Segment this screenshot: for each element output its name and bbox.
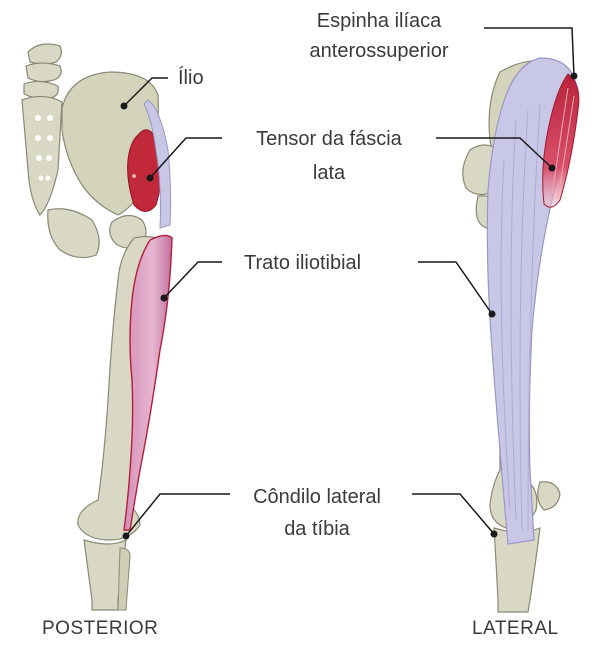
iliotibial-band-upper: [143, 99, 172, 229]
iliotibial-tract-posterior: [123, 234, 173, 531]
leader-condilo-right: [412, 493, 495, 535]
label-tensor-line1: Tensor da fáscia: [256, 128, 402, 150]
leader-tensor-right: [436, 137, 553, 169]
band-fibers: [500, 103, 541, 531]
tensor-fasciae-latae-lateral: [542, 73, 580, 208]
leader-espinha: [484, 27, 575, 77]
leader-trato-left: [163, 261, 222, 299]
posterior-view: [21, 43, 173, 611]
label-espinha-iliaca: Espinha ilíaca anterossuperior: [280, 6, 478, 66]
ischium: [47, 208, 100, 259]
leader-ilio: [123, 77, 168, 107]
patella: [537, 481, 561, 511]
label-condilo-line1: Côndilo lateral: [253, 486, 381, 508]
sacral-foramina: [35, 115, 53, 181]
label-ilio: Ílio: [178, 67, 204, 89]
leader-tensor-left: [149, 137, 222, 179]
fibula: [117, 547, 131, 611]
leader-trato-right: [418, 261, 493, 315]
sacrum: [21, 95, 63, 216]
caption-posterior: POSTERIOR: [42, 618, 159, 639]
muscle-highlight: [132, 174, 136, 178]
label-espinha-line2: anterossuperior: [309, 40, 449, 62]
leader-condilo-left: [125, 493, 230, 537]
caption-lateral: LATERAL: [472, 618, 559, 639]
label-condilo-line2: da tíbia: [284, 518, 350, 540]
label-tensor-line2: lata: [312, 162, 346, 184]
lateral-view: [462, 57, 580, 613]
lumbar-vertebrae: [23, 43, 62, 100]
leader-dots: [120, 72, 578, 540]
label-espinha-line1: Espinha ilíaca: [316, 10, 442, 32]
label-condilo-lateral: Côndilo lateral da tíbia: [226, 482, 408, 544]
label-tensor-fasciae-latae: Tensor da fáscia lata: [226, 124, 432, 188]
leader-lines: [123, 27, 575, 537]
label-trato-iliotibial: Trato iliotibial: [244, 252, 362, 274]
tfl-fibers: [551, 87, 575, 199]
